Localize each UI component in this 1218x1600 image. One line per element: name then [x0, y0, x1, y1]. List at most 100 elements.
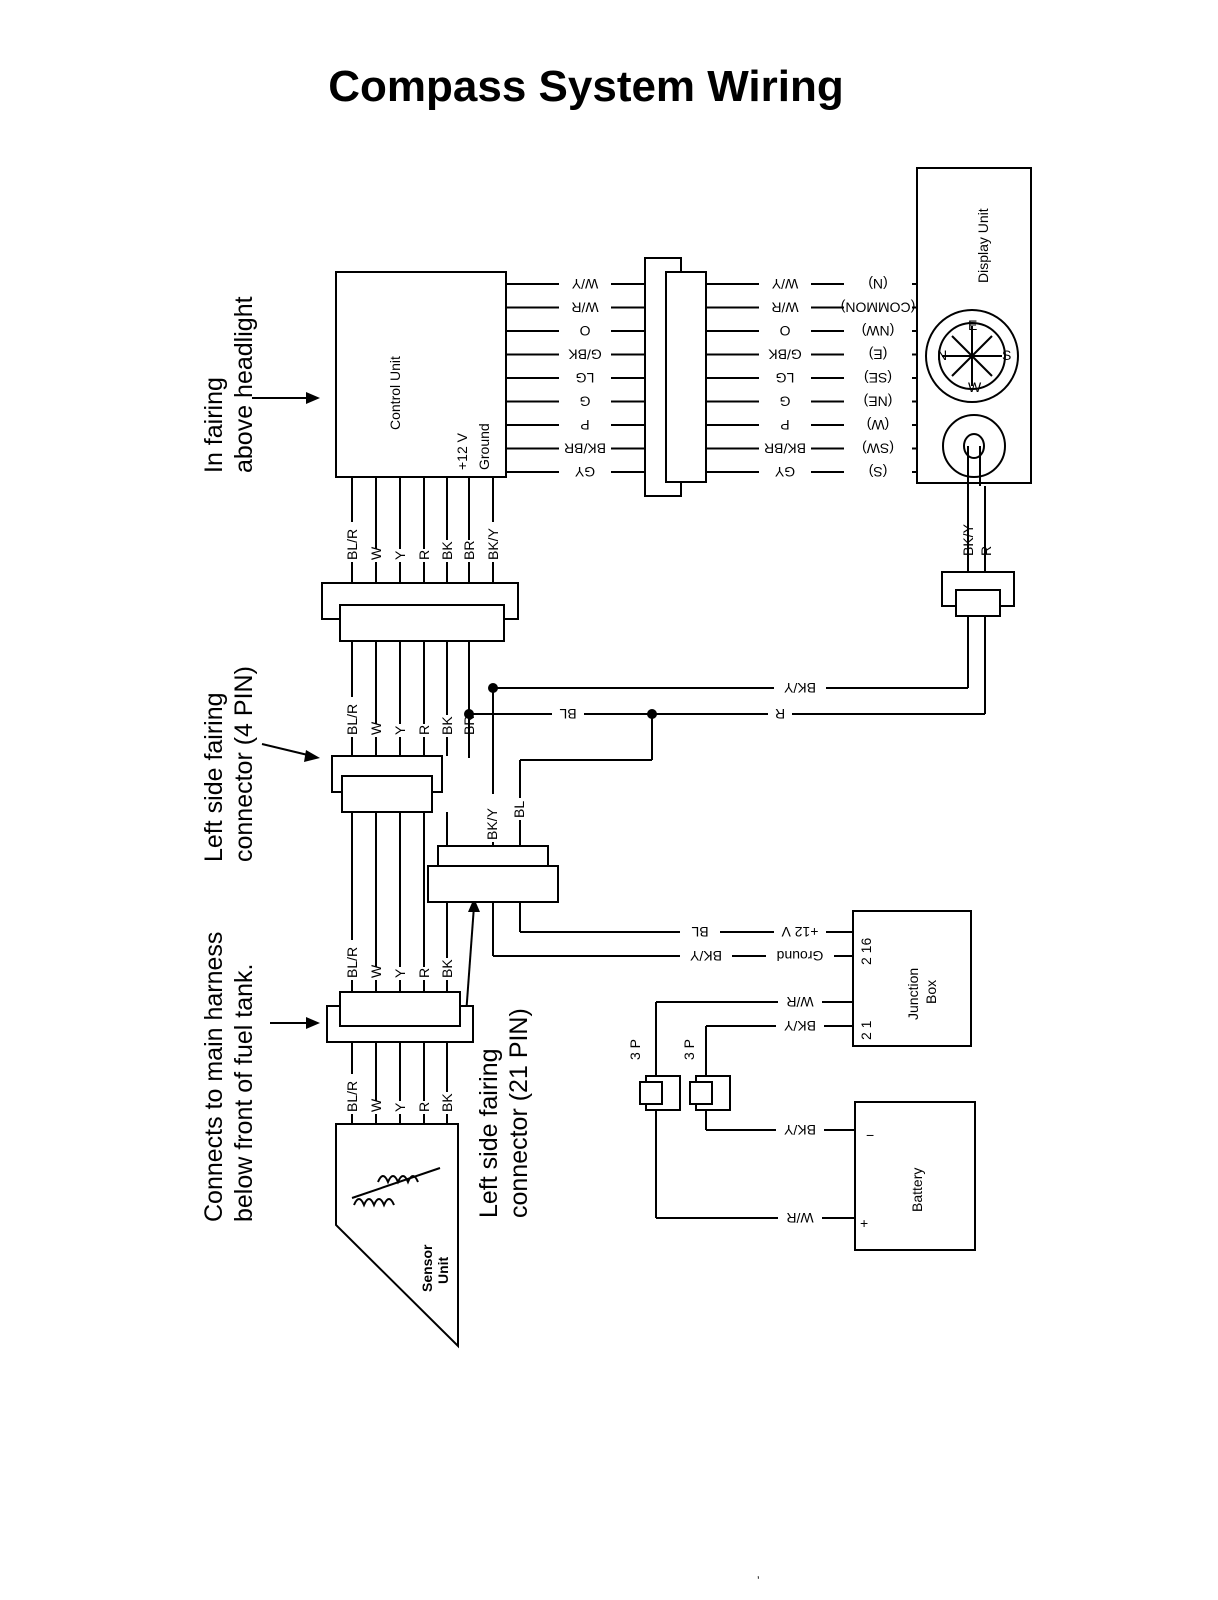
harness-label-text: R	[416, 1102, 432, 1112]
display-wire-label: W/Y	[759, 276, 811, 292]
display-wire-label-text: P	[780, 417, 789, 433]
sensor-label-1: Sensor	[419, 1244, 435, 1292]
display-terminal-label: (E)	[844, 346, 912, 363]
harness-label: R	[416, 549, 432, 562]
harness-label-text: BK/Y	[485, 527, 501, 560]
cross-wire-bl: BL	[559, 706, 576, 722]
display-terminal-label: (S)	[844, 464, 912, 480]
svg-text:Control Unit: Control Unit	[387, 356, 403, 430]
junction-term-12v: +12 V	[781, 924, 819, 940]
display-terminal-label: (W)	[844, 417, 912, 433]
conn21-wire-bky: BK/Y	[484, 807, 500, 840]
display-wire-label-text: W/R	[771, 300, 798, 316]
battery-lead-wr: W/R	[786, 1210, 813, 1226]
svg-text:Box: Box	[923, 980, 939, 1004]
harness-label: W	[368, 721, 384, 737]
callout-main-harness: Connects to main harness below front of …	[200, 932, 258, 1222]
control-wire-label-text: W/R	[571, 300, 598, 316]
display-wire-label: BK/BR	[759, 440, 811, 457]
connector-3p-b-label: 3 P	[681, 1039, 697, 1060]
display-wire-label-text: G	[780, 394, 791, 410]
harness-label: R	[416, 967, 432, 980]
callout-21pin-line2: connector (21 PIN)	[505, 1008, 533, 1218]
harness-label: BK	[439, 540, 455, 562]
compass-w-label: W	[968, 379, 982, 395]
control-wire-label-text: G/BK	[568, 347, 602, 363]
harness-label: Y	[392, 967, 408, 980]
cross-wires: BK/Y R BL BK/Y BL	[464, 679, 985, 846]
page-title: Compass System Wiring	[328, 62, 844, 111]
harness-label-text: W	[368, 964, 384, 978]
callout-harness-line2: below front of fuel tank.	[230, 964, 258, 1222]
callout-fairing-4pin: Left side fairing connector (4 PIN)	[200, 666, 258, 862]
control-wire-label: G	[559, 393, 611, 410]
harness-label: BL/R	[344, 522, 360, 562]
compass-rose: N E S W	[925, 309, 1019, 403]
display-wire-label: GY	[759, 464, 811, 480]
control-wire-label: P	[559, 417, 611, 433]
display-wire-label: G	[759, 393, 811, 410]
control-wire-label: W/R	[559, 299, 611, 316]
junction-wire-bky: BK/Y	[689, 948, 722, 964]
battery	[854, 1101, 976, 1251]
harness-label: R	[416, 1101, 432, 1114]
connector-21pin-plug	[427, 865, 559, 903]
display-terminal-label-text: (S)	[869, 464, 888, 480]
harness-label: W	[368, 546, 384, 562]
display-wire-label-text: LG	[776, 370, 795, 386]
compass-e-label: E	[968, 317, 977, 333]
control-wire-label-text: W/Y	[571, 276, 598, 292]
display-terminal-label-text: (N)	[868, 276, 887, 292]
connector-3p-a-label: 3 P	[627, 1039, 643, 1060]
cross-wire-r: R	[775, 706, 785, 722]
harness-label: BK	[439, 715, 455, 737]
display-wire-label: G/BK	[759, 346, 811, 363]
harness-label-text: BL/R	[344, 529, 360, 560]
display-terminal-label: (NE)	[844, 393, 912, 410]
harness-label: R	[416, 724, 432, 737]
page-mark: ʼ	[757, 1574, 760, 1588]
callout-headlight-line2: above headlight	[230, 296, 258, 473]
junction-pin-labels: 2 16	[858, 938, 874, 965]
junction-wire-wr: W/R	[786, 994, 813, 1010]
harness-label-text: BR	[461, 541, 477, 560]
junction-box	[852, 910, 972, 1047]
harness-label-text: BK	[439, 959, 455, 978]
display-terminal-label-text: (SW)	[862, 441, 894, 457]
display-power-wire-bky: BK/Y	[960, 523, 976, 556]
connector-upper-plug	[339, 604, 505, 642]
control-wire-label-text: O	[579, 323, 590, 339]
harness-label-text: R	[416, 725, 432, 735]
callout-fairing-21pin: Left side fairing connector (21 PIN)	[475, 1008, 533, 1218]
display-power-wire-r: R	[978, 546, 994, 556]
control-wire-label: G/BK	[559, 346, 611, 363]
harness-label-text: W	[368, 721, 384, 735]
harness-label-text: Y	[392, 1102, 408, 1112]
display-wire-label: LG	[759, 370, 811, 386]
harness-label-text: BL/R	[344, 947, 360, 978]
junction-box-label: Junction Box	[905, 968, 939, 1020]
display-terminal-label: (N)	[844, 276, 912, 292]
display-terminal-label-text: (NE)	[864, 394, 893, 410]
control-wire-label-text: BK/BR	[564, 441, 606, 457]
display-wire-label-text: BK/BR	[764, 441, 806, 457]
harness-label: BK	[439, 958, 455, 980]
display-terminal-label-text: (COMMON)	[841, 300, 916, 316]
display-unit-label: Display Unit	[975, 208, 991, 283]
display-terminal-label: (COMMON)	[841, 299, 916, 316]
junction-wire-bl: BL	[691, 924, 708, 940]
sensor-unit: Sensor Unit	[335, 1123, 459, 1349]
control-wire-label: LG	[559, 370, 611, 386]
callout-21pin-line1: Left side fairing	[475, 1048, 503, 1218]
control-unit-label: Control Unit	[387, 356, 403, 430]
control-wire-label-text: LG	[576, 370, 595, 386]
svg-text:Battery: Battery	[909, 1168, 925, 1212]
svg-text:2 1: 2 1	[858, 1020, 874, 1040]
display-terminal-label-text: (E)	[869, 347, 888, 363]
display-lamp	[942, 414, 1006, 486]
harness-label: Y	[392, 1101, 408, 1114]
harness-label-text: BL/R	[344, 1081, 360, 1112]
svg-text:Junction: Junction	[905, 968, 921, 1020]
